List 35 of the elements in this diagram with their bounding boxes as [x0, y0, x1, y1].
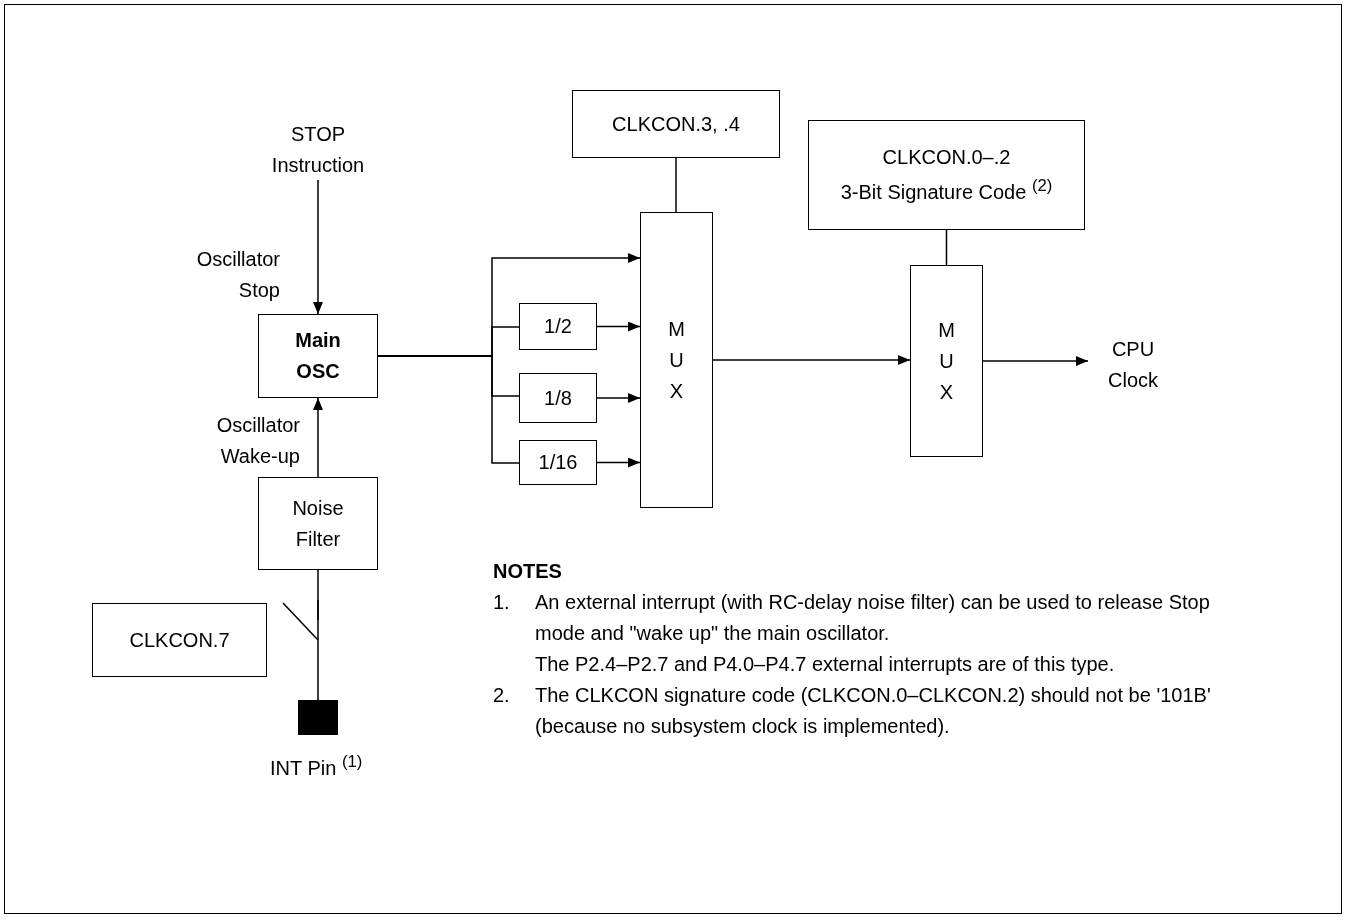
arrow [313, 179, 323, 315]
block-box: CLKCON.7 [92, 603, 267, 677]
pin-label: INT Pin $^{(1)}$ [270, 752, 363, 780]
arrow [982, 356, 1089, 366]
arrow [712, 355, 911, 365]
arrow [596, 321, 641, 332]
signal-label: STOP Instruction [258, 120, 378, 180]
multiplexer-box: M U X [640, 212, 713, 508]
connector-line [675, 157, 677, 213]
note-text: The P2.4–P2.7 and P4.0–P4.7 external interrupts are of this type. [535, 652, 1116, 677]
arrow [596, 457, 641, 468]
signal-label: CPU Clock [1088, 330, 1178, 400]
notes-heading: NOTES [493, 559, 563, 584]
block-box: CLKCON.3, .4 [572, 90, 780, 158]
block-box: CLKCON.0–.2 3-Bit Signature Code $^{(2)}$ [808, 120, 1085, 230]
block-box: Noise Filter [258, 477, 378, 570]
note-number: 1. [493, 590, 511, 615]
connector-line [377, 355, 520, 464]
connector-line [317, 569, 319, 643]
arrow [313, 397, 323, 478]
block-box: 1/16 [519, 440, 597, 485]
edge-label: Oscillator Wake-up [215, 413, 300, 469]
pin-terminal [298, 700, 338, 735]
multiplexer-box: M U X [910, 265, 983, 457]
connector-line [317, 641, 319, 701]
block-box: 1/2 [519, 303, 597, 350]
switch-symbol [282, 600, 320, 642]
note-text: An external interrupt (with RC-delay noise filter) can be used to release Stop mode and "wake up" the main oscillator. [535, 590, 1211, 646]
block-box: 1/8 [519, 373, 597, 423]
edge-label: Oscillator Stop [195, 247, 280, 303]
note-number: 2. [493, 683, 511, 708]
connector-line [945, 229, 948, 266]
note-text: The CLKCON signature code (CLKCON.0–CLKCON.2) should not be '101B' (because no subsystem clock is implemented). [535, 683, 1212, 739]
block-box: Main OSC [258, 314, 378, 398]
arrow [596, 393, 641, 403]
